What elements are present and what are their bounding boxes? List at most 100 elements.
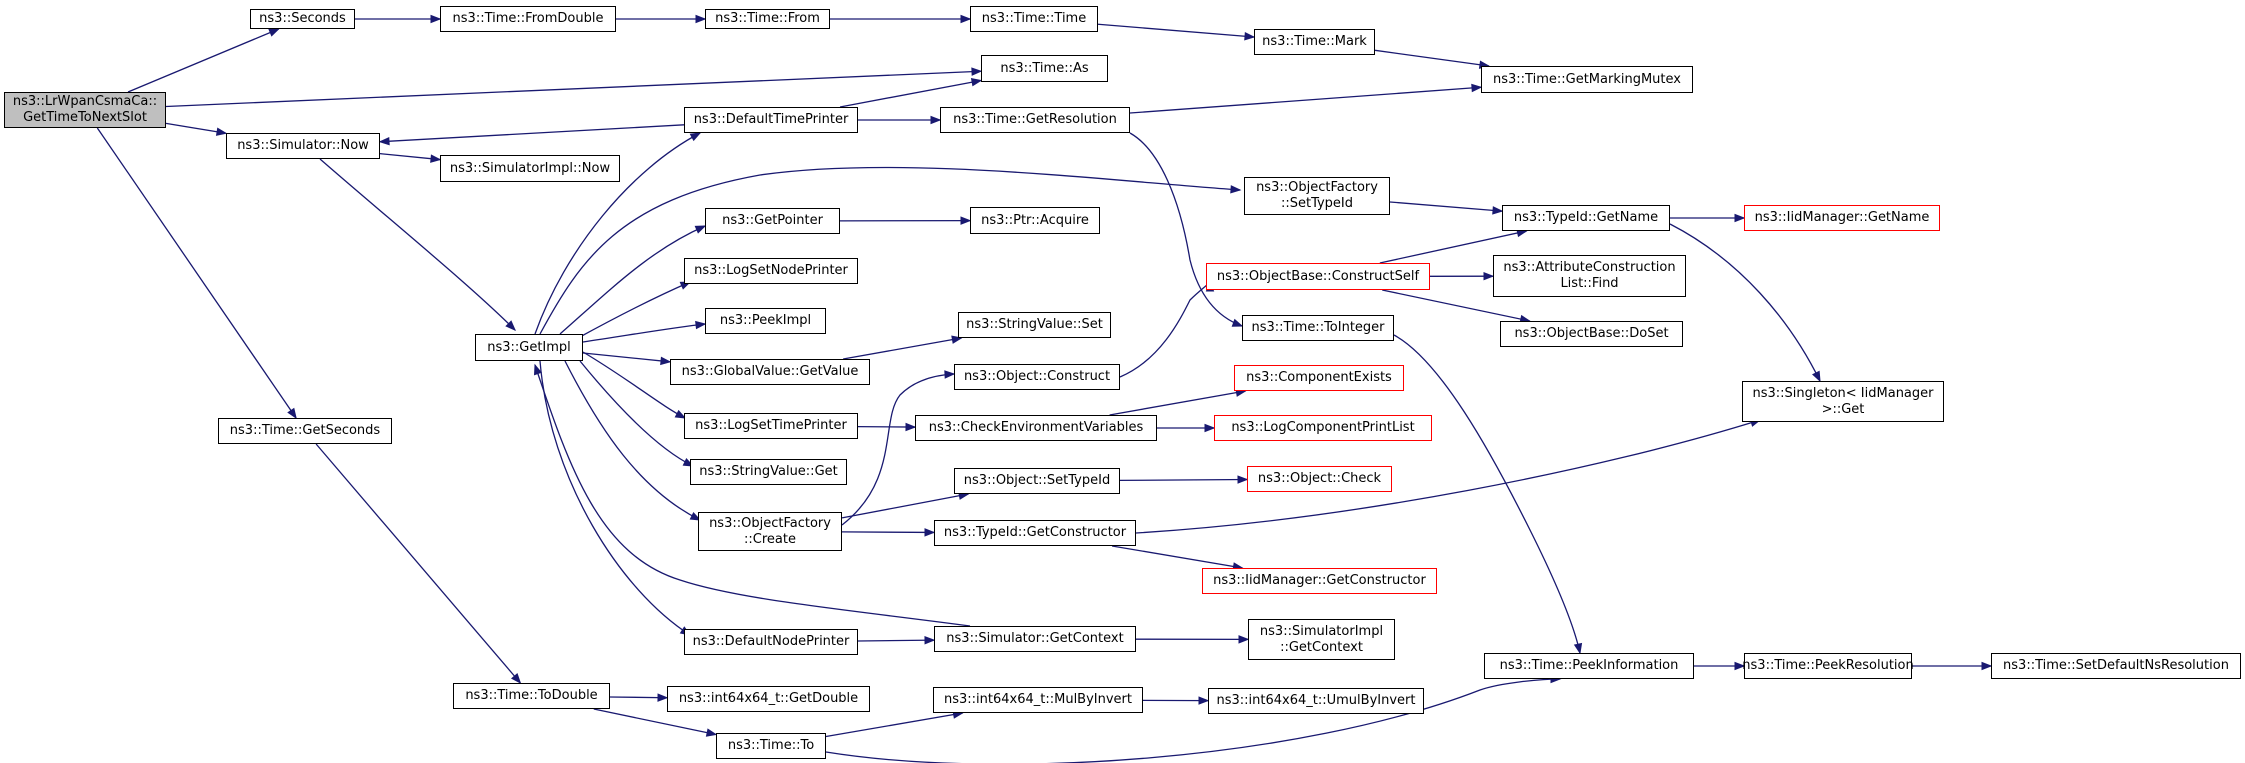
- node-label: ns3::Time::ToDouble: [465, 688, 598, 703]
- node-getimpl[interactable]: ns3::GetImpl: [475, 334, 583, 361]
- arrowhead-constructself-to-attrconstfind: [1483, 271, 1495, 281]
- arrowhead-getimpl-to-peekimpl: [695, 320, 707, 330]
- node-label: ns3::Time::Mark: [1262, 34, 1367, 49]
- arrowhead-lrwpan-to-getseconds: [287, 407, 297, 420]
- edge-ofcreate-to-getconstructor: [841, 531, 935, 534]
- node-defaultnodeprinter[interactable]: ns3::DefaultNodePrinter: [684, 629, 858, 655]
- node-label: ns3::StringValue::Set: [966, 317, 1103, 332]
- node-simimplnow[interactable]: ns3::SimulatorImpl::Now: [440, 155, 620, 182]
- node-fromdouble[interactable]: ns3::Time::FromDouble: [440, 6, 616, 32]
- node-singletonget[interactable]: ns3::Singleton< IidManager>::Get: [1742, 381, 1944, 422]
- node-peekresolution[interactable]: ns3::Time::PeekResolution: [1742, 653, 1914, 679]
- edge-lrwpan-to-simnow: [165, 122, 227, 134]
- edge-getimpl-to-getpointer: [559, 225, 706, 335]
- node-constructself[interactable]: ns3::ObjectBase::ConstructSelf: [1206, 263, 1430, 290]
- edge-typeidgetname-to-singletonget: [1669, 223, 1821, 382]
- node-label: ns3::Time::SetDefaultNsResolution: [2003, 658, 2229, 673]
- node-objcheck[interactable]: ns3::Object::Check: [1247, 466, 1392, 492]
- arrowhead-seconds-to-fromdouble: [430, 14, 442, 24]
- edge-lrwpan-to-seconds: [127, 28, 279, 93]
- node-seconds[interactable]: ns3::Seconds: [250, 9, 355, 29]
- node-label: ns3::LrWpanCsmaCa::: [12, 94, 158, 109]
- edge-lrwpan-to-as: [165, 70, 982, 108]
- edge-timeto-to-peekinformation: [825, 678, 1561, 763]
- node-simimplgetcontext[interactable]: ns3::SimulatorImpl::GetContext: [1248, 619, 1395, 660]
- node-label: ns3::int64x64_t::UmulByInvert: [1216, 693, 1416, 708]
- node-peekinformation[interactable]: ns3::Time::PeekInformation: [1484, 653, 1694, 679]
- node-doset[interactable]: ns3::ObjectBase::DoSet: [1500, 321, 1683, 347]
- node-ptracquire[interactable]: ns3::Ptr::Acquire: [970, 207, 1100, 234]
- node-label: ns3::Time::From: [715, 11, 820, 26]
- node-getresolution[interactable]: ns3::Time::GetResolution: [940, 107, 1130, 133]
- arrowhead-getimpl-to-ofcreate: [689, 511, 702, 521]
- node-setdefaultns[interactable]: ns3::Time::SetDefaultNsResolution: [1991, 653, 2241, 679]
- arrowhead-objsettypeid-to-objcheck: [1237, 475, 1249, 484]
- node-label: ns3::ComponentExists: [1246, 370, 1392, 385]
- arrowhead-ofcreate-to-objconstruct: [944, 370, 956, 379]
- node-tointeger[interactable]: ns3::Time::ToInteger: [1242, 315, 1394, 341]
- node-simgetcontext[interactable]: ns3::Simulator::GetContext: [934, 626, 1136, 652]
- arrowhead-simgetcontext-to-getimpl: [533, 363, 543, 376]
- node-timetime[interactable]: ns3::Time::Time: [970, 6, 1098, 32]
- node-label: ::Create: [744, 531, 796, 547]
- node-label: ns3::Time::As: [1000, 60, 1089, 76]
- arrowhead-todouble-to-getdouble: [657, 693, 669, 702]
- edge-simnow-to-simimplnow: [379, 152, 441, 161]
- node-stringvalueset[interactable]: ns3::StringValue::Set: [958, 312, 1111, 338]
- arrowhead-fromdouble-to-from: [695, 14, 707, 24]
- edge-getimpl-to-defaultnodeprinter: [539, 360, 691, 636]
- arrowhead-peekinformation-to-peekresolution: [1734, 661, 1746, 671]
- node-timeto[interactable]: ns3::Time::To: [716, 733, 826, 759]
- node-label: ns3::Singleton< IidManager: [1752, 385, 1934, 401]
- node-label: ns3::Object::SetTypeId: [963, 473, 1111, 488]
- node-getseconds[interactable]: ns3::Time::GetSeconds: [218, 418, 392, 444]
- arrowhead-lrwpan-to-seconds: [268, 28, 280, 37]
- arrowhead-defaulttimeprinter-to-as: [970, 78, 983, 87]
- edge-getresolution-to-markingmutex: [1129, 86, 1482, 114]
- edge-todouble-to-getdouble: [609, 696, 668, 699]
- edge-gvgetvalue-to-stringvalueset: [843, 337, 962, 360]
- node-peekimpl[interactable]: ns3::PeekImpl: [705, 308, 826, 334]
- node-getpointer[interactable]: ns3::GetPointer: [705, 208, 840, 234]
- node-label: ns3::Time::Time: [981, 11, 1087, 26]
- node-as[interactable]: ns3::Time::As: [981, 55, 1108, 82]
- node-checkenv[interactable]: ns3::CheckEnvironmentVariables: [915, 415, 1157, 441]
- node-logcompprint[interactable]: ns3::LogComponentPrintList: [1214, 415, 1432, 441]
- node-defaulttimeprinter[interactable]: ns3::DefaultTimePrinter: [684, 107, 858, 133]
- node-from[interactable]: ns3::Time::From: [705, 9, 830, 29]
- node-simnow[interactable]: ns3::Simulator::Now: [226, 133, 380, 159]
- arrowhead-logsettimeprinter-to-checkenv: [905, 422, 917, 432]
- node-componentexists[interactable]: ns3::ComponentExists: [1234, 365, 1404, 391]
- node-todouble[interactable]: ns3::Time::ToDouble: [453, 683, 610, 709]
- node-gvgetvalue[interactable]: ns3::GlobalValue::GetValue: [670, 359, 870, 385]
- arrowhead-ofsettypeid-to-typeidgetname: [1492, 206, 1504, 215]
- node-typeidgetname[interactable]: ns3::TypeId::GetName: [1502, 205, 1670, 231]
- node-mulbyinvert[interactable]: ns3::int64x64_t::MulByInvert: [933, 687, 1143, 713]
- edge-timeto-to-mulbyinvert: [825, 712, 963, 738]
- node-getconstructor[interactable]: ns3::TypeId::GetConstructor: [934, 520, 1136, 546]
- node-label: ns3::DefaultNodePrinter: [692, 634, 850, 649]
- edge-ofcreate-to-objconstruct: [841, 373, 955, 526]
- node-label: ns3::LogSetNodePrinter: [694, 263, 848, 278]
- node-logsetnodeprinter[interactable]: ns3::LogSetNodePrinter: [684, 258, 858, 284]
- edge-getimpl-to-gvgetvalue: [582, 352, 671, 363]
- node-label: ns3::Time::GetSeconds: [229, 423, 381, 438]
- node-markingmutex[interactable]: ns3::Time::GetMarkingMutex: [1481, 66, 1693, 93]
- node-iidgetname[interactable]: ns3::IidManager::GetName: [1744, 205, 1940, 231]
- node-getdouble[interactable]: ns3::int64x64_t::GetDouble: [667, 686, 870, 712]
- node-logsettimeprinter[interactable]: ns3::LogSetTimePrinter: [684, 413, 858, 439]
- node-mark[interactable]: ns3::Time::Mark: [1254, 29, 1375, 55]
- node-objsettypeid[interactable]: ns3::Object::SetTypeId: [954, 468, 1120, 494]
- arrowhead-getimpl-to-gvgetvalue: [660, 356, 672, 366]
- node-iidgetconstructor[interactable]: ns3::IidManager::GetConstructor: [1202, 568, 1437, 594]
- node-label: ns3::GlobalValue::GetValue: [681, 364, 859, 379]
- node-ofsettypeid[interactable]: ns3::ObjectFactory::SetTypeId: [1244, 177, 1390, 215]
- node-stringvalueget[interactable]: ns3::StringValue::Get: [690, 459, 847, 485]
- node-label: ns3::StringValue::Get: [699, 464, 838, 479]
- node-ofcreate[interactable]: ns3::ObjectFactory::Create: [698, 512, 842, 551]
- edge-ofsettypeid-to-typeidgetname: [1389, 201, 1503, 212]
- edge-getimpl-to-ofsettypeid: [539, 166, 1241, 335]
- node-umulbyinvert[interactable]: ns3::int64x64_t::UmulByInvert: [1208, 688, 1424, 714]
- node-objconstruct[interactable]: ns3::Object::Construct: [954, 364, 1120, 390]
